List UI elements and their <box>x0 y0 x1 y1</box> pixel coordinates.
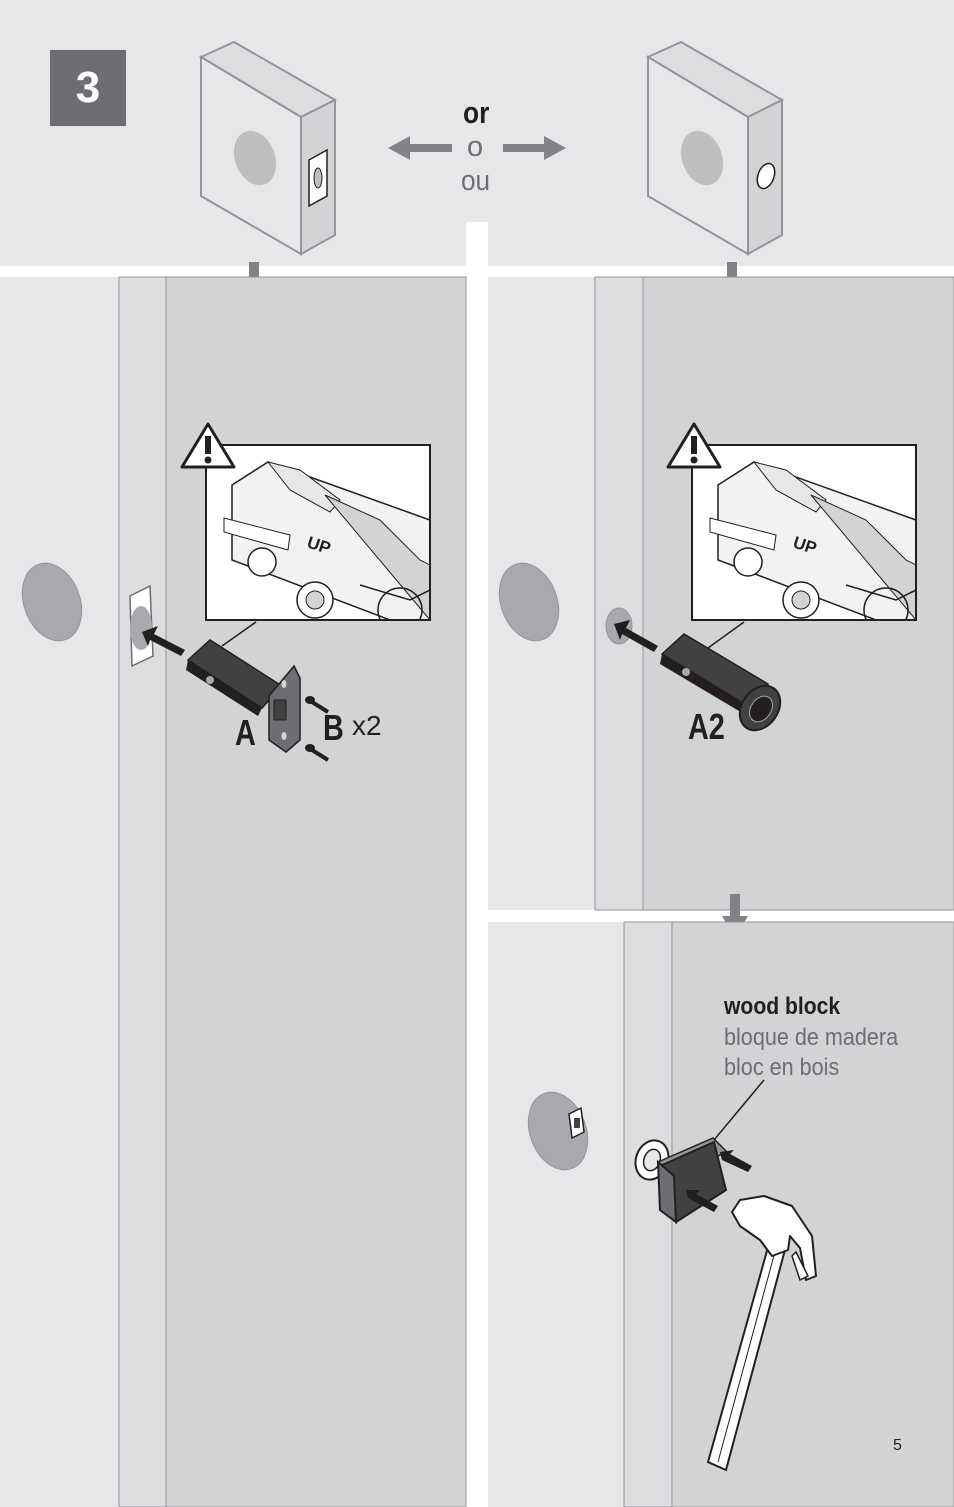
step-number-badge: 3 <box>50 50 126 126</box>
door-bore-hole <box>498 562 560 642</box>
choice-or-english: or <box>463 95 490 130</box>
push-arrow-icon <box>720 1150 752 1172</box>
arrow-right-icon <box>503 136 566 160</box>
wood-block-label-english: wood block <box>724 993 841 1020</box>
door-edge <box>594 276 644 911</box>
part-label-a2: A2 <box>688 706 725 747</box>
arrow-left-icon <box>388 136 452 160</box>
latch-a2-icon <box>614 620 782 732</box>
page-number: 5 <box>893 1437 902 1454</box>
hammer-icon <box>706 1195 817 1472</box>
door-prep-with-mortise <box>198 40 338 256</box>
edge-mortise <box>129 584 154 668</box>
door-edge <box>118 276 167 1507</box>
installed-latch-icon <box>568 1106 585 1140</box>
door-face <box>671 921 954 1507</box>
warning-icon <box>666 422 722 469</box>
wood-block-label-spanish: bloque de madera <box>724 1024 899 1051</box>
latch-a-icon <box>142 626 301 753</box>
part-label-a: A <box>235 712 256 753</box>
warning-icon <box>180 422 236 469</box>
push-arrow-icon <box>686 1190 718 1212</box>
wood-block-label-french: bloc en bois <box>724 1054 840 1081</box>
wood-block-icon <box>634 1137 729 1225</box>
inset-latch-up-detail <box>205 444 431 621</box>
door-prep-round-hole <box>645 40 785 256</box>
part-label-b: B <box>323 707 344 748</box>
inset-latch-up-detail <box>691 444 917 621</box>
screw-b-icon <box>305 696 330 714</box>
part-quantity: x2 <box>352 710 382 741</box>
choice-or-french: ou <box>461 165 491 197</box>
screw-b-icon <box>305 744 330 762</box>
top-panel <box>0 0 954 266</box>
door-bore-hole <box>21 562 83 642</box>
choice-or-spanish: o <box>467 131 484 163</box>
